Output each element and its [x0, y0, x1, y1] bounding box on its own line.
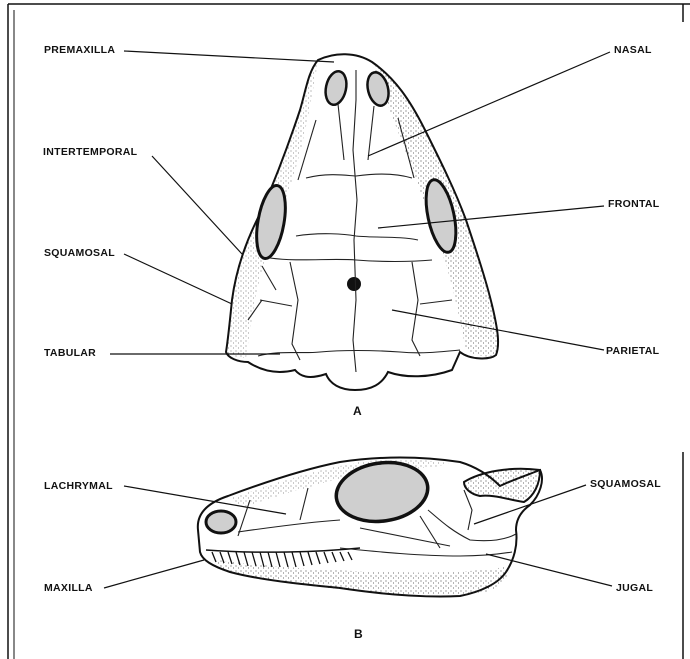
- label-premaxilla: PREMAXILLA: [44, 44, 115, 56]
- label-squamosal-dorsal: SQUAMOSAL: [44, 247, 115, 259]
- leader-squamosal-a: [124, 254, 232, 304]
- naris-lateral: [206, 511, 236, 533]
- panel-letter-b: B: [354, 627, 363, 641]
- label-tabular: TABULAR: [44, 347, 96, 359]
- label-maxilla: MAXILLA: [44, 582, 93, 594]
- pineal-foramen: [347, 277, 361, 291]
- skull-lateral-view: [198, 457, 542, 597]
- label-jugal: JUGAL: [616, 582, 653, 594]
- leader-maxilla: [104, 560, 204, 588]
- label-intertemporal: INTERTEMPORAL: [43, 146, 137, 158]
- label-lachrymal: LACHRYMAL: [44, 480, 113, 492]
- skull-dorsal-view: [226, 54, 498, 390]
- panel-letter-a: A: [353, 404, 362, 418]
- label-nasal: NASAL: [614, 44, 652, 56]
- label-parietal: PARIETAL: [606, 345, 659, 357]
- leader-intertemporal: [152, 156, 242, 254]
- label-frontal: FRONTAL: [608, 198, 659, 210]
- label-squamosal-lateral: SQUAMOSAL: [590, 478, 661, 490]
- leader-premaxilla: [124, 51, 334, 62]
